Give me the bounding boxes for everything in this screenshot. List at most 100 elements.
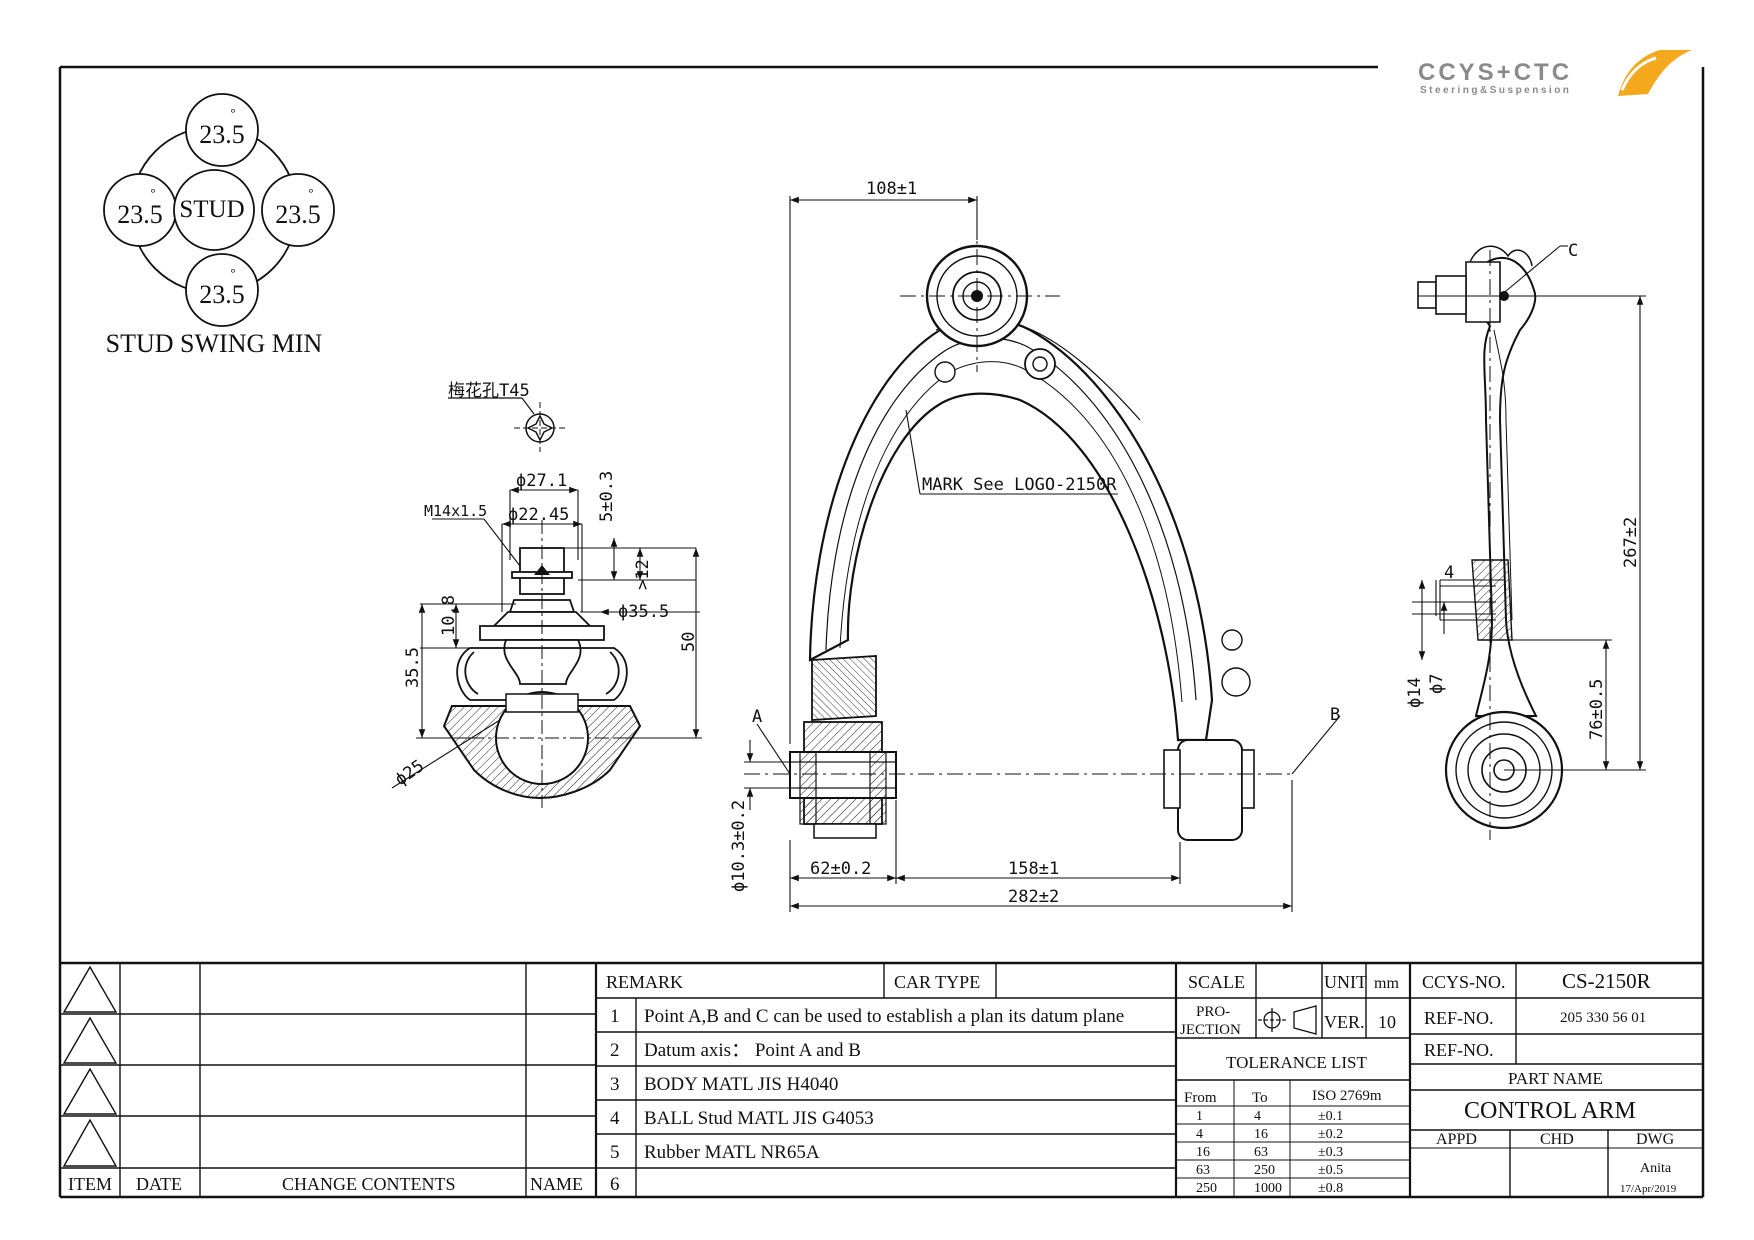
remark-number: 3	[610, 1074, 620, 1095]
logo-tagline: Steering&Suspension	[1420, 85, 1571, 96]
logo-swoosh-icon	[1618, 50, 1692, 96]
dim-d14: ϕ14	[1405, 677, 1425, 708]
ver-label: VER.	[1324, 1012, 1365, 1032]
ccys-value: CS-2150R	[1562, 969, 1651, 993]
tolerance-cell: ±0.2	[1318, 1127, 1343, 1142]
unit-value: mm	[1374, 975, 1399, 992]
projection-label: PRO-	[1196, 1004, 1230, 1020]
revision-triangle-icon	[62, 965, 118, 1167]
dim-thread: M14x1.5	[424, 502, 487, 520]
tolerance-cell: 1	[1196, 1109, 1203, 1124]
projection-label: JECTION	[1180, 1022, 1241, 1038]
dim-h76: 76±0.5	[1587, 679, 1607, 740]
dim-h108: 10.8	[439, 595, 459, 636]
dim-w4: 4	[1444, 563, 1454, 583]
stud-swing-diagram	[103, 93, 335, 327]
remark-text: BALL Stud MATL JIS G4053	[644, 1108, 874, 1129]
tolerance-cell: 16	[1196, 1145, 1210, 1160]
dim-d22: ϕ22.45	[508, 505, 569, 525]
swing-caption: STUD SWING MIN	[106, 329, 323, 358]
dwg-label: DWG	[1636, 1131, 1675, 1148]
remark-text: Datum axis： Point A and B	[644, 1040, 861, 1061]
ver-value: 10	[1378, 1012, 1396, 1032]
dim-h267: 267±2	[1621, 517, 1641, 568]
drawing-date: 17/Apr/2019	[1620, 1183, 1677, 1195]
tolerance-cell: 4	[1254, 1109, 1261, 1124]
tolerance-cell: 63	[1254, 1145, 1268, 1160]
part-name-label: PART NAME	[1508, 1069, 1603, 1088]
remark-number: 4	[610, 1108, 620, 1129]
remark-text: Point A,B and C can be used to establish…	[644, 1006, 1124, 1027]
point-b-label: B	[1330, 705, 1340, 725]
unit-label: UNIT	[1324, 972, 1367, 992]
swing-bottom-value: 23.5	[199, 280, 245, 309]
remark-number: 5	[610, 1142, 620, 1163]
part-name: CONTROL ARM	[1464, 1098, 1636, 1124]
projection-symbol-icon	[1258, 1005, 1317, 1035]
dim-tol5: 5±0.3	[597, 471, 617, 522]
dim-h355: 35.5	[403, 647, 423, 688]
drawer-name: Anita	[1640, 1161, 1672, 1176]
swing-top-value: 23.5	[199, 120, 245, 149]
tolerance-cell: ±0.8	[1318, 1181, 1343, 1196]
remark-label: REMARK	[606, 972, 683, 992]
remark-text: BODY MATL JIS H4040	[644, 1074, 838, 1095]
tolerance-cell: 4	[1196, 1127, 1203, 1142]
dim-h50: 50	[679, 632, 699, 652]
deg-mark: °	[308, 185, 313, 200]
tolerance-title: TOLERANCE LIST	[1226, 1053, 1367, 1072]
header-name: NAME	[530, 1174, 583, 1194]
remark-number: 6	[610, 1174, 620, 1195]
title-block	[60, 961, 1703, 1197]
appd-label: APPD	[1436, 1131, 1477, 1148]
deg-mark: °	[230, 105, 235, 120]
tolerance-cell: 16	[1254, 1127, 1268, 1142]
control-arm-side-view: C 267±2 4 ϕ14 ϕ7 76±0.5	[1405, 241, 1646, 840]
scale-label: SCALE	[1188, 972, 1245, 992]
dim-w62: 62±0.2	[810, 859, 871, 879]
torx-icon	[514, 402, 566, 452]
ref-value: 205 330 56 01	[1560, 1010, 1646, 1026]
tol-header-iso: ISO 2769m	[1312, 1088, 1382, 1104]
sheet-border	[58, 65, 1705, 1199]
dim-d27: ϕ27.1	[516, 471, 567, 491]
point-a-label: A	[752, 707, 762, 727]
tolerance-cell: 63	[1196, 1163, 1210, 1178]
tolerance-cell: 250	[1196, 1181, 1217, 1196]
cartype-label: CAR TYPE	[894, 972, 980, 992]
dim-d103: ϕ10.3±0.2	[729, 800, 749, 892]
tolerance-cell: 1000	[1254, 1181, 1282, 1196]
deg-mark: °	[230, 265, 235, 280]
dim-d35: ϕ35.5	[618, 602, 669, 622]
remark-number: 2	[610, 1040, 620, 1061]
tolerance-table: 1 4 ±0.1 4 16 ±0.2 16 63 ±0.3 63 250 ±0.5 250 1000 ±0.…	[1196, 1109, 1343, 1196]
remark-number: 1	[610, 1006, 620, 1027]
header-item: ITEM	[68, 1174, 112, 1194]
ccys-label: CCYS-NO.	[1422, 972, 1506, 992]
dim-gt12: >12	[633, 559, 653, 590]
header-date: DATE	[136, 1174, 182, 1194]
control-arm-front-view: 108±1 MARK See LOGO-2150R A B ϕ10.3±0.2 …	[729, 179, 1341, 912]
torx-label: 梅花孔T45	[448, 381, 530, 401]
remark-text: Rubber MATL NR65A	[644, 1142, 820, 1163]
ref2-label: REF-NO.	[1424, 1040, 1494, 1060]
logo-brand: CCYS+CTC	[1418, 59, 1572, 86]
deg-mark: °	[150, 185, 155, 200]
dim-w158: 158±1	[1008, 859, 1059, 879]
tolerance-cell: ±0.3	[1318, 1145, 1343, 1160]
tol-header-to: To	[1252, 1090, 1268, 1106]
tolerance-cell: ±0.5	[1318, 1163, 1343, 1178]
ref-label: REF-NO.	[1424, 1008, 1494, 1028]
point-c-label: C	[1568, 241, 1578, 261]
tol-header-from: From	[1184, 1090, 1217, 1106]
brand-logo: CCYS+CTC Steering&Suspension	[1418, 50, 1692, 96]
header-change-contents: CHANGE CONTENTS	[282, 1174, 456, 1194]
swing-left-value: 23.5	[117, 200, 163, 229]
swing-right-value: 23.5	[275, 200, 321, 229]
tolerance-cell: ±0.1	[1318, 1109, 1343, 1124]
mark-note: MARK See LOGO-2150R	[922, 475, 1117, 495]
tolerance-cell: 250	[1254, 1163, 1275, 1178]
ball-stud-section: 梅花孔T45	[391, 381, 702, 808]
chd-label: CHD	[1540, 1131, 1574, 1148]
